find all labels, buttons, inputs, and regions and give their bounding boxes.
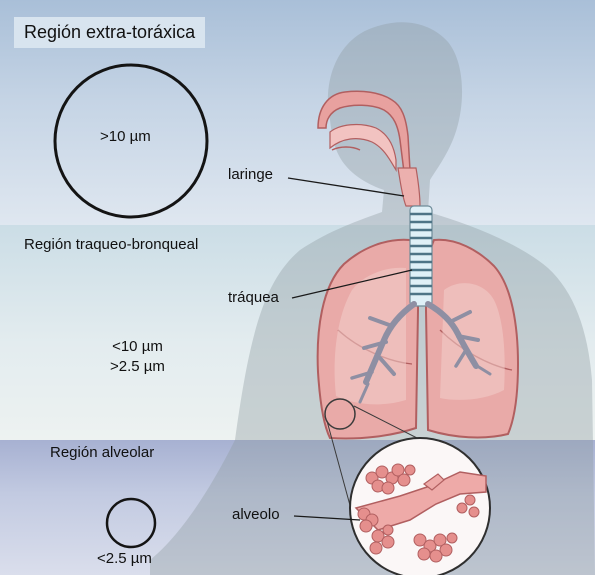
tracheobronchial-region-title: Región traqueo-bronqueal	[24, 236, 198, 253]
larynx-label: laringe	[228, 166, 273, 183]
alveolus-label: alveolo	[232, 506, 280, 523]
trachea	[410, 206, 432, 306]
trachea-label: tráquea	[228, 289, 279, 306]
tracheobronchial-size-lower: >2.5 µm	[110, 357, 165, 377]
alveolar-region-title: Región alveolar	[50, 444, 154, 461]
tracheobronchial-size-upper: <10 µm	[110, 337, 165, 357]
alveoli-magnified	[350, 438, 490, 575]
extrathoracic-size-label: >10 µm	[100, 128, 151, 145]
extrathoracic-region-title: Región extra-toráxica	[14, 17, 205, 48]
alveolar-size-label: <2.5 µm	[97, 550, 152, 567]
tracheobronchial-size-label: <10 µm >2.5 µm	[110, 337, 165, 377]
particle-circle-small	[107, 499, 155, 547]
magnify-source-circle	[325, 399, 355, 429]
